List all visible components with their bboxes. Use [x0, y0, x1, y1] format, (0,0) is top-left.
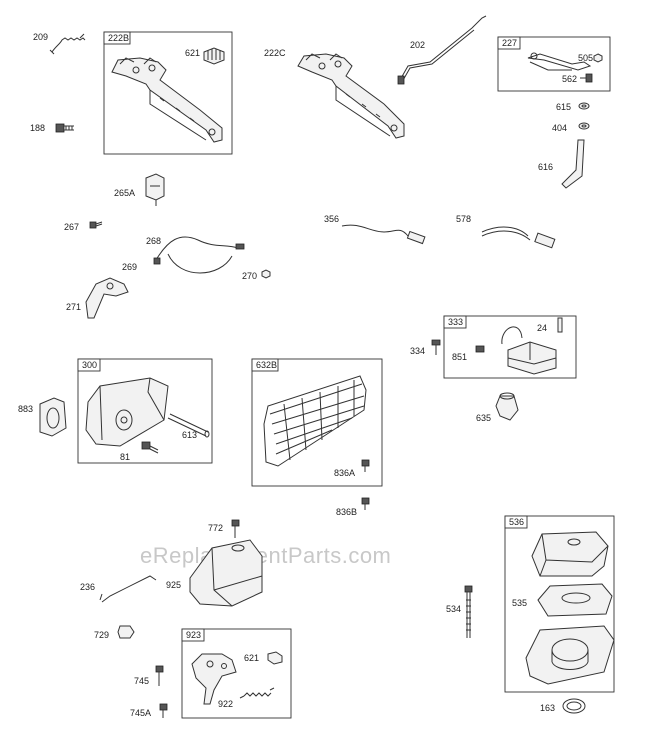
- box-label-632b: 632B: [256, 360, 277, 370]
- part-270-nut[interactable]: [261, 269, 271, 279]
- part-632b-guard[interactable]: [263, 375, 367, 467]
- label-772: 772: [208, 523, 223, 533]
- part-334-screw[interactable]: [431, 339, 441, 355]
- part-271-lever[interactable]: [85, 277, 129, 319]
- label-562: 562: [562, 74, 577, 84]
- part-729-fitting[interactable]: [117, 625, 135, 639]
- label-534: 534: [446, 604, 461, 614]
- box-label-227: 227: [502, 38, 517, 48]
- part-81-bolt[interactable]: [141, 441, 159, 454]
- label-209: 209: [33, 32, 48, 42]
- part-883-gasket[interactable]: [39, 397, 67, 437]
- part-621-top[interactable]: [203, 47, 225, 65]
- box-536: 536: [504, 515, 615, 693]
- part-562[interactable]: [580, 73, 593, 83]
- part-202-rod[interactable]: [397, 15, 487, 85]
- part-227-lever[interactable]: [527, 52, 592, 71]
- label-745: 745: [134, 676, 149, 686]
- label-616: 616: [538, 162, 553, 172]
- part-616-lever[interactable]: [561, 139, 585, 189]
- part-236-link[interactable]: [99, 575, 157, 603]
- part-836b-screw[interactable]: [361, 497, 370, 510]
- label-404: 404: [552, 123, 567, 133]
- label-202: 202: [410, 40, 425, 50]
- box-300: 300: [77, 358, 213, 464]
- label-615: 615: [556, 102, 571, 112]
- box-632b: 632B: [251, 358, 383, 487]
- part-621-bottom[interactable]: [267, 651, 283, 665]
- label-535: 535: [512, 598, 527, 608]
- label-24: 24: [537, 323, 547, 333]
- part-268-cable[interactable]: [153, 236, 245, 274]
- label-269: 269: [122, 262, 137, 272]
- label-334: 334: [410, 346, 425, 356]
- label-745a: 745A: [130, 708, 151, 718]
- part-613-tube[interactable]: [167, 413, 210, 438]
- label-271: 271: [66, 302, 81, 312]
- box-923: 923: [181, 628, 292, 719]
- label-163: 163: [540, 703, 555, 713]
- part-536-cover[interactable]: [531, 531, 609, 577]
- part-404-washer[interactable]: [578, 122, 590, 130]
- label-836b: 836B: [336, 507, 357, 517]
- label-268: 268: [146, 236, 161, 246]
- part-745-bolt[interactable]: [155, 665, 164, 686]
- label-836a: 836A: [334, 468, 355, 478]
- part-923-bracket[interactable]: [191, 653, 237, 705]
- label-635: 635: [476, 413, 491, 423]
- label-621-top: 621: [185, 48, 200, 58]
- part-163-gasket[interactable]: [562, 698, 586, 714]
- part-24-pin[interactable]: [557, 317, 563, 333]
- box-227: 227: [497, 36, 611, 92]
- box-label-300: 300: [82, 360, 97, 370]
- box-label-536: 536: [509, 517, 524, 527]
- part-356-wire[interactable]: [341, 224, 426, 245]
- part-772-screw[interactable]: [231, 519, 240, 538]
- part-535-filter[interactable]: [537, 583, 613, 617]
- label-265a: 265A: [114, 188, 135, 198]
- label-356: 356: [324, 214, 339, 224]
- part-922-spring[interactable]: [239, 687, 275, 699]
- watermark: eReplacementParts.com: [140, 543, 391, 568]
- part-745a-bolt[interactable]: [159, 703, 168, 718]
- label-883: 883: [18, 404, 33, 414]
- part-222c-bracket[interactable]: [297, 53, 405, 139]
- part-188-bolt[interactable]: [55, 123, 74, 133]
- box-333: 333: [443, 315, 577, 379]
- label-922: 922: [218, 699, 233, 709]
- label-578: 578: [456, 214, 471, 224]
- box-label-222b: 222B: [108, 33, 129, 43]
- box-label-333: 333: [448, 317, 463, 327]
- label-267: 267: [64, 222, 79, 232]
- label-222c: 222C: [264, 48, 286, 58]
- label-188: 188: [30, 123, 45, 133]
- part-505[interactable]: [593, 53, 603, 63]
- label-236: 236: [80, 582, 95, 592]
- part-209-spring[interactable]: [49, 33, 86, 55]
- part-925-tank[interactable]: [189, 539, 263, 607]
- label-81: 81: [120, 452, 130, 462]
- label-925: 925: [166, 580, 181, 590]
- part-578-harness[interactable]: [481, 226, 556, 249]
- part-534-bolt[interactable]: [464, 585, 473, 638]
- label-505: 505: [578, 53, 593, 63]
- box-222b: 222B: [103, 31, 233, 155]
- part-836a-screw[interactable]: [361, 459, 370, 472]
- part-300-muffler[interactable]: [85, 377, 169, 447]
- label-270: 270: [242, 271, 257, 281]
- part-267-screw[interactable]: [89, 221, 103, 229]
- part-333-coil[interactable]: [475, 326, 557, 375]
- part-265a-clip[interactable]: [145, 173, 165, 206]
- box-label-923: 923: [186, 630, 201, 640]
- part-536-base[interactable]: [525, 625, 615, 685]
- label-851: 851: [452, 352, 467, 362]
- part-635-elbow[interactable]: [495, 392, 519, 421]
- label-621-bottom: 621: [244, 653, 259, 663]
- label-613: 613: [182, 430, 197, 440]
- part-222b-bracket[interactable]: [111, 57, 223, 143]
- part-615-nut[interactable]: [578, 102, 590, 110]
- label-729: 729: [94, 630, 109, 640]
